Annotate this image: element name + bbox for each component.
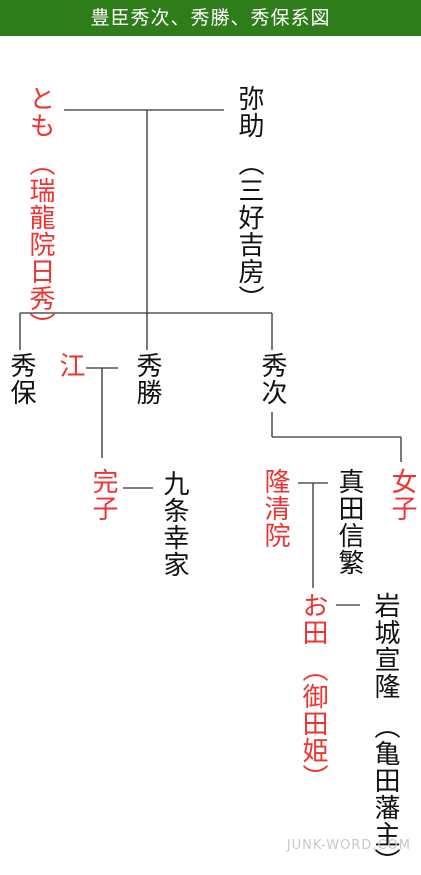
person-yasuke-note: （三好吉房）: [234, 150, 264, 312]
person-sanada: 真田信繁: [334, 468, 364, 576]
person-kujo: 九条幸家: [159, 470, 189, 578]
person-sadako: 完子: [88, 468, 118, 522]
person-hidekatsu: 秀勝: [132, 352, 162, 406]
person-hideyasu: 秀保: [6, 352, 36, 406]
watermark: JUNK-WORD.COM: [286, 838, 411, 853]
person-oden-note: （御田姫）: [298, 656, 328, 791]
person-hidetsugu: 秀次: [257, 352, 287, 406]
person-oden: お田: [298, 592, 328, 646]
person-yasuke: 弥助: [234, 85, 264, 139]
person-iwaki: 岩城宣隆: [370, 592, 400, 700]
person-tomo-note: （瑞龍院日秀）: [25, 150, 55, 339]
person-tomo: とも: [25, 85, 55, 139]
person-go: 江: [55, 352, 85, 379]
person-iwaki-note: （亀田藩主）: [370, 713, 400, 875]
page-title: 豊臣秀次、秀勝、秀保系図: [90, 7, 331, 29]
header-bar: 豊臣秀次、秀勝、秀保系図: [0, 0, 421, 36]
person-joshi: 女子: [387, 468, 417, 522]
person-ryuseiin: 隆清院: [260, 468, 290, 549]
